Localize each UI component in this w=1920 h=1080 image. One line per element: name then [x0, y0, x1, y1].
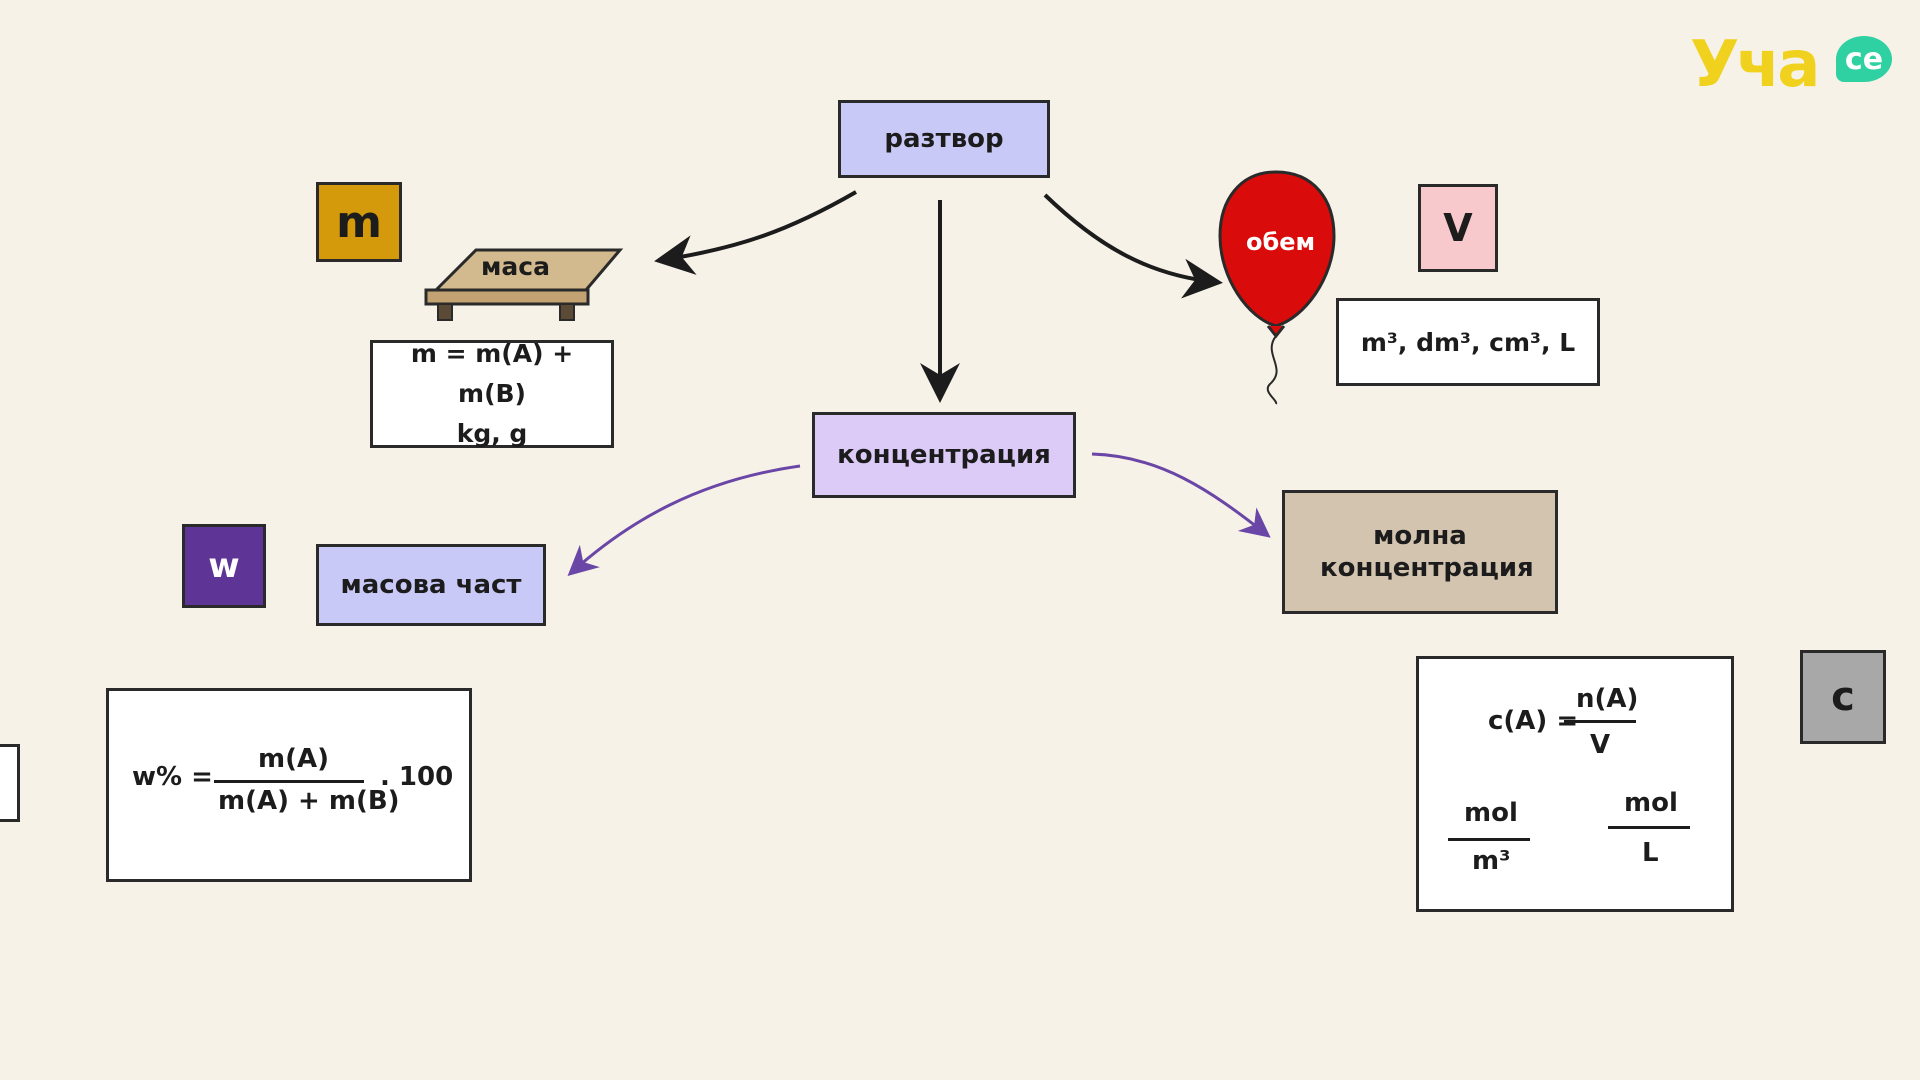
molar-unit1-denominator: m³	[1472, 846, 1511, 876]
volume-symbol: V	[1418, 184, 1498, 272]
molar-concentration-card: молна концентрация	[1282, 490, 1558, 614]
mass-units: kg, g	[456, 419, 528, 448]
balloon	[1218, 168, 1338, 408]
mass-fraction-numerator: m(A)	[258, 744, 329, 774]
arrow-to-mass-fraction	[567, 464, 801, 577]
logo-text: Уча	[1690, 28, 1820, 102]
molar-unit2-bar	[1608, 826, 1690, 829]
mass-fraction-formula-left: w% =	[132, 762, 213, 792]
volume-units-card: m³, dm³, cm³, L	[1336, 298, 1600, 386]
molar-formula-card	[1416, 656, 1734, 912]
mass-fraction-denominator: m(A) + m(B)	[218, 786, 400, 816]
logo-bubble: се	[1836, 36, 1892, 82]
solution-card: разтвор	[838, 100, 1050, 178]
molar-numerator: n(A)	[1576, 684, 1639, 714]
molar-unit2-denominator: L	[1642, 838, 1659, 868]
molar-unit1-bar	[1448, 838, 1530, 841]
mass-fraction-symbol: w	[182, 524, 266, 608]
partial-card-edge	[0, 744, 20, 822]
mass-formula-card: m = m(A) + m(B) kg, g	[370, 339, 614, 448]
concentration-card: концентрация	[812, 412, 1076, 498]
mass-formula: m = m(A) + m(B)	[410, 339, 574, 408]
arrow-to-mass	[654, 190, 857, 275]
mass-label: маса	[481, 252, 550, 281]
molar-unit2-numerator: mol	[1624, 788, 1678, 818]
molar-symbol: c	[1800, 650, 1886, 744]
molar-denominator: V	[1590, 730, 1611, 760]
molar-concentration-label: молна концентрация	[1320, 521, 1534, 583]
volume-label: обем	[1246, 228, 1316, 256]
molar-formula-left: c(A) =	[1488, 706, 1579, 736]
mass-fraction-bar	[214, 780, 364, 783]
mass-fraction-multiplier: . 100	[380, 762, 454, 792]
table-icon	[414, 246, 624, 322]
mass-fraction-formula-card	[106, 688, 472, 882]
molar-bar	[1564, 720, 1636, 723]
arrow-to-molar	[1091, 452, 1271, 538]
mass-symbol: m	[316, 182, 402, 262]
mass-fraction-card: масова част	[316, 544, 546, 626]
arrow-to-volume	[1043, 193, 1223, 299]
molar-unit1-numerator: mol	[1464, 798, 1518, 828]
